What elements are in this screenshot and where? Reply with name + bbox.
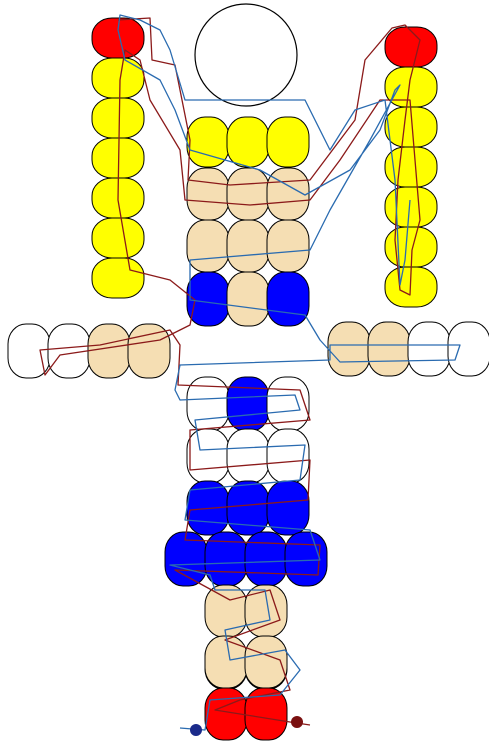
torso-row-2-bead-2 — [226, 167, 270, 221]
thread-blue — [117, 14, 461, 731]
torso-row-3-bead-3 — [266, 219, 310, 273]
lower-row-1-bead-2 — [226, 376, 270, 432]
torso-row-1-bead-3 — [266, 116, 310, 168]
torso-row-2-bead-1 — [186, 167, 230, 221]
left-arm-bead-1 — [91, 17, 145, 59]
tail-row-4-bead-2 — [244, 687, 288, 741]
lower-row-2-bead-3 — [266, 428, 310, 484]
left-arm-bead-2 — [91, 57, 145, 99]
right-wing-bead-3 — [407, 321, 451, 377]
left-wing-bead-4 — [127, 323, 171, 379]
lower-row-4-bead-4 — [284, 531, 328, 587]
torso-row-4-bead-2 — [226, 271, 270, 327]
right-arm-bead-1 — [384, 26, 438, 68]
torso-row-3-bead-1 — [186, 219, 230, 273]
left-arm-bead-7 — [91, 257, 145, 299]
right-wing-bead-4 — [447, 321, 489, 377]
torso-row-4-bead-3 — [266, 271, 310, 327]
lower-row-2-bead-1 — [186, 428, 230, 484]
right-arm-bead-5 — [384, 186, 438, 228]
right-arm-bead-2 — [384, 66, 438, 108]
torso-row-3-bead-2 — [226, 219, 270, 273]
thread-end-blue — [190, 724, 202, 736]
thread-red — [39, 17, 421, 726]
lower-row-4-bead-3 — [244, 531, 288, 587]
thread-end-red — [291, 716, 303, 728]
torso-row-1-bead-2 — [226, 116, 270, 168]
left-arm-bead-3 — [91, 97, 145, 139]
lower-row-2-bead-2 — [226, 428, 270, 484]
thread-layer — [39, 14, 461, 731]
tail-row-3-bead-1 — [204, 635, 248, 689]
left-wing-bead-3 — [87, 323, 131, 379]
left-arm-bead-6 — [91, 217, 145, 259]
lower-row-3-bead-2 — [226, 480, 270, 536]
right-wing-bead-2 — [367, 321, 411, 377]
right-wing-bead-1 — [327, 321, 371, 377]
head-bead — [194, 3, 298, 107]
